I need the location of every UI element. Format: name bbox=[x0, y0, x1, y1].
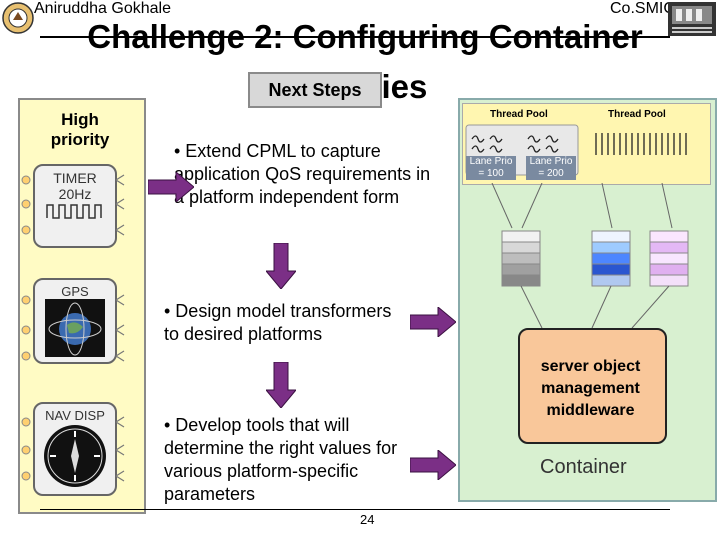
down-arrow-icon bbox=[266, 362, 296, 408]
high-priority-label: High priority bbox=[50, 110, 110, 149]
thread-pool-label: Thread Pool bbox=[490, 109, 548, 120]
timer-label: TIMER 20Hz bbox=[53, 170, 97, 202]
middleware-box bbox=[518, 328, 667, 444]
middleware-label: server object management middleware bbox=[540, 358, 641, 419]
gps-label: GPS bbox=[61, 284, 89, 299]
lane-label: Lane Prio = 100 bbox=[466, 156, 516, 180]
request-queues bbox=[491, 183, 689, 329]
bullet-extend-cpml: • Extend CPML to capture application QoS… bbox=[174, 141, 431, 207]
thread-pool-label: Thread Pool bbox=[608, 109, 666, 120]
lane-label: Lane Prio = 200 bbox=[526, 156, 576, 180]
bullet-design-transformers: • Design model transformers to desired p… bbox=[164, 301, 392, 344]
nav-display-label: NAV DISP bbox=[45, 408, 105, 423]
footer-line bbox=[40, 509, 670, 510]
timer-component: TIMER 20Hz bbox=[33, 164, 117, 248]
container-label: Container bbox=[540, 456, 627, 478]
right-arrow-icon bbox=[148, 172, 194, 202]
title-underline bbox=[40, 36, 670, 38]
bullet-develop-tools: • Develop tools that will determine the … bbox=[164, 415, 398, 504]
page-number: 24 bbox=[360, 512, 375, 527]
down-arrow-icon bbox=[266, 243, 296, 289]
right-arrow-icon bbox=[410, 450, 456, 480]
brand-name: Co.SMIC bbox=[610, 0, 675, 17]
university-logo bbox=[2, 2, 34, 34]
nav-display-component: NAV DISP bbox=[33, 402, 117, 496]
right-arrow-icon bbox=[410, 307, 456, 337]
next-steps-badge: Next Steps bbox=[248, 72, 382, 108]
gps-component: GPS bbox=[33, 278, 117, 364]
square-wave-icon bbox=[46, 204, 102, 219]
satellite-globe-icon bbox=[45, 299, 105, 357]
author-name: Aniruddha Gokhale bbox=[34, 0, 171, 17]
compass-gauge-icon bbox=[44, 425, 106, 487]
component-ports bbox=[21, 174, 125, 482]
institute-logo bbox=[668, 2, 716, 36]
